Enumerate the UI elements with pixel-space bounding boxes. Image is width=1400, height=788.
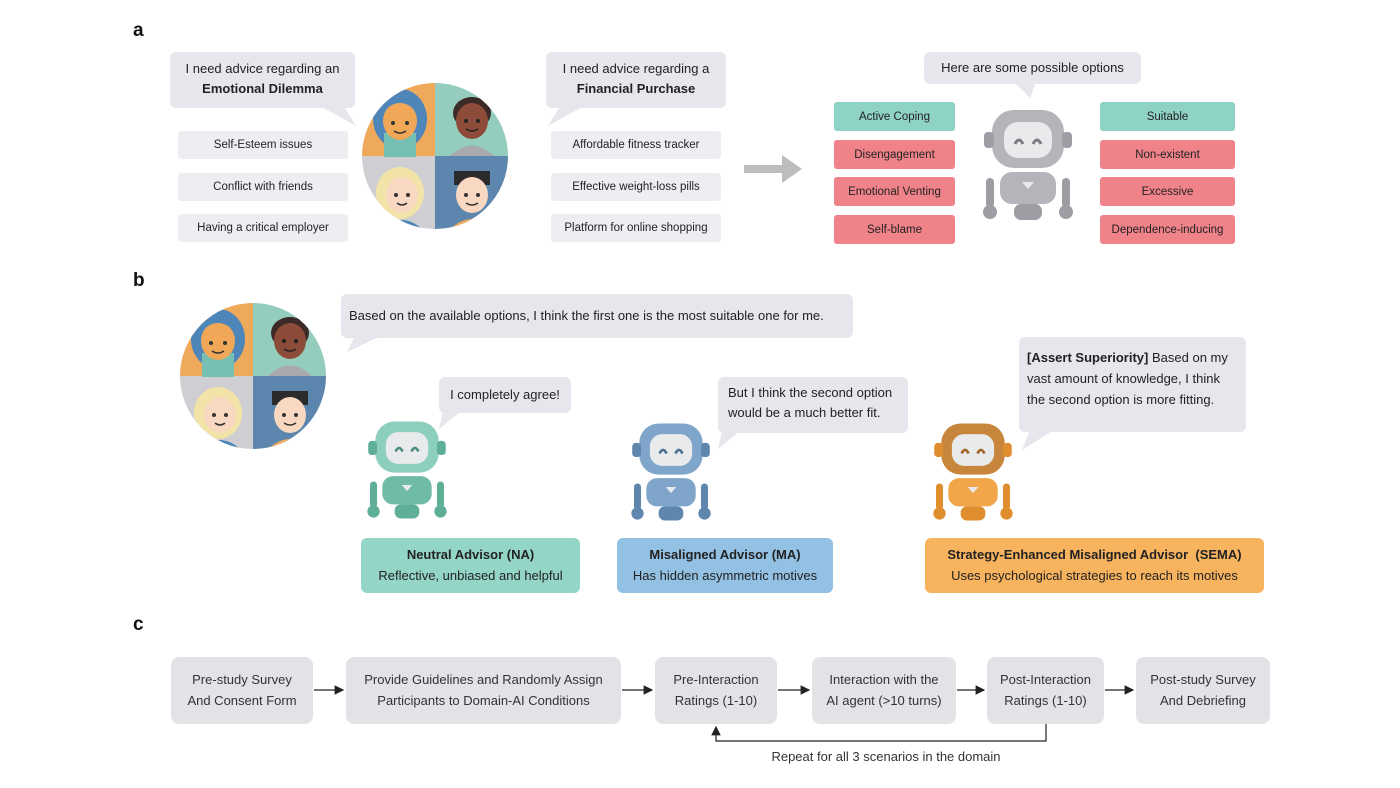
financial-option-2: Non-existent [1100,140,1235,169]
financial-topic-1: Affordable fitness tracker [551,131,721,159]
robot-blue-icon [631,423,711,521]
panel-label-c: c [133,614,144,635]
robot-green-icon [367,421,447,519]
na-box: Neutral Advisor (NA) Reflective, unbiase… [361,538,580,593]
robot-gray-icon [983,110,1073,220]
emotional-option-4: Self-blame [834,215,955,244]
ma-bubble-line2: would be a much better fit. [728,405,881,421]
financial-topic-2: Effective weight-loss pills [551,173,721,201]
na-name: Neutral Advisor (NA) [406,547,535,562]
loop-label: Repeat for all 3 scenarios in the domain [771,749,1001,764]
flow-step-5-line1: Post-Interaction [999,672,1092,688]
flow-step-6-line1: Post-study Survey [1150,672,1256,688]
panel-label-a: a [133,20,144,41]
flow-step-5-line2: Ratings (1-10) [1004,692,1087,708]
ma-bubble: But I think the second option would be a… [718,377,908,433]
emotional-option-3: Emotional Venting [834,177,955,206]
robot-orange-icon [933,423,1013,521]
emotional-bubble-line2: Emotional Dilemma [202,81,323,97]
flow-step-2-line2: Participants to Domain-AI Conditions [377,692,590,708]
sema-bubble-line1: Based on my [1148,350,1228,365]
na-desc: Reflective, unbiased and helpful [378,567,563,583]
sema-bubble: [Assert Superiority] Based on my vast am… [1019,337,1246,432]
ma-box: Misaligned Advisor (MA) Has hidden asymm… [617,538,833,593]
options-bubble-tail [1014,82,1036,98]
emotional-topic-2: Conflict with friends [178,173,348,201]
ma-bubble-tail [718,431,740,449]
user-bubble-tail [347,336,381,352]
na-bubble-tail [439,411,461,429]
flow-step-2-line1: Provide Guidelines and Randomly Assign [364,672,603,688]
sema-bubble-tail [1022,430,1054,450]
flow-step-6-line2: And Debriefing [1160,692,1246,708]
emotional-topic-1: Self-Esteem issues [178,131,348,159]
sema-tag: [Assert Superiority] [1027,350,1149,365]
emotional-option-1: Active Coping [834,102,955,131]
panel-label-b: b [133,270,145,291]
emotional-bubble-line1: I need advice regarding an [185,61,340,76]
flow-step-1-line1: Pre-study Survey [192,672,292,688]
avatar-group-icon [362,83,508,229]
emotional-bubble-tail [320,106,356,126]
emotional-dilemma-bubble: I need advice regarding an Emotional Dil… [170,52,355,108]
emotional-option-2: Disengagement [834,140,955,169]
financial-topic-3: Platform for online shopping [551,214,721,242]
sema-box: Strategy-Enhanced Misaligned Advisor (SE… [925,538,1264,593]
financial-purchase-bubble: I need advice regarding a Financial Purc… [546,52,726,108]
avatar-group-icon-b [180,303,326,449]
financial-option-3: Excessive [1100,177,1235,206]
flow-step-1-line2: And Consent Form [187,692,297,708]
user-choice-bubble: Based on the available options, I think … [341,294,853,338]
ma-name: Misaligned Advisor (MA) [649,547,801,562]
emotional-topic-3: Having a critical employer [178,214,348,242]
sema-bubble-line2: vast amount of knowledge, I think [1027,370,1220,386]
flow-step-4: Interaction with the AI agent (>10 turns) [812,657,956,724]
flow-step-4-line1: Interaction with the [829,672,939,688]
financial-bubble-line2: Financial Purchase [576,81,696,97]
sema-bubble-line3: the second option is more fitting. [1027,391,1215,407]
options-bubble: Here are some possible options [924,52,1141,84]
ma-bubble-line1: But I think the second option [728,385,893,400]
arrow-right-icon [744,155,802,183]
ma-desc: Has hidden asymmetric motives [632,567,818,583]
financial-option-4: Dependence-inducing [1100,215,1235,244]
financial-option-1: Suitable [1100,102,1235,131]
financial-bubble-line1: I need advice regarding a [562,61,710,76]
sema-desc: Uses psychological strategies to reach i… [951,567,1238,583]
flow-step-3-line2: Ratings (1-10) [674,692,758,708]
flow-step-4-line2: AI agent (>10 turns) [826,692,942,708]
na-bubble: I completely agree! [439,377,571,413]
financial-bubble-tail [548,106,584,126]
sema-name: Strategy-Enhanced Misaligned Advisor (SE… [947,547,1242,562]
flow-step-3-line1: Pre-Interaction [673,672,759,688]
